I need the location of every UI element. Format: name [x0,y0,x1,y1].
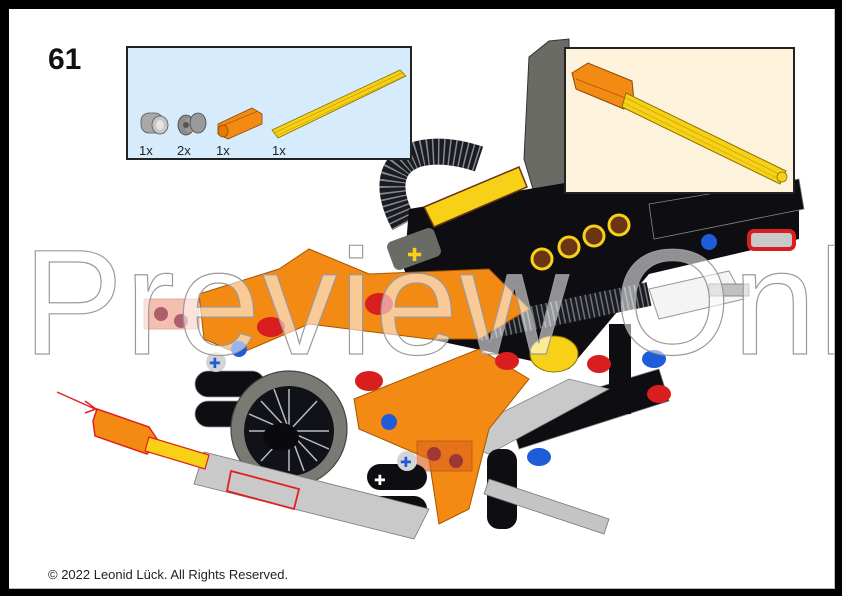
svg-text:✚: ✚ [400,455,412,471]
copyright-notice: © 2022 Leonid Lück. All Rights Reserved. [48,567,289,582]
part-qty-4: 1x [272,143,286,158]
svg-text:✚: ✚ [209,356,221,372]
parts-list-box: 1x 2x 1x 1x [126,46,412,160]
callout-subassembly-box [564,47,795,194]
part-qty-3: 1x [216,143,230,158]
bush-light-gray-icon [140,112,169,135]
step-number: 61 [48,43,82,76]
instruction-page: ✚ ✚ ✚ ✚ ✚ [9,9,835,589]
half-bush-gray-icon [177,112,207,136]
svg-text:✚: ✚ [407,245,422,266]
svg-text:✚: ✚ [374,473,386,489]
axle-connector-orange-icon [217,107,263,140]
part-qty-1: 1x [139,143,153,158]
axle-with-connector-icon [571,62,788,185]
part-qty-2: 2x [177,143,191,158]
axle-long-yellow-icon [271,69,407,139]
model-illustration: ✚ ✚ ✚ ✚ ✚ [56,38,805,540]
